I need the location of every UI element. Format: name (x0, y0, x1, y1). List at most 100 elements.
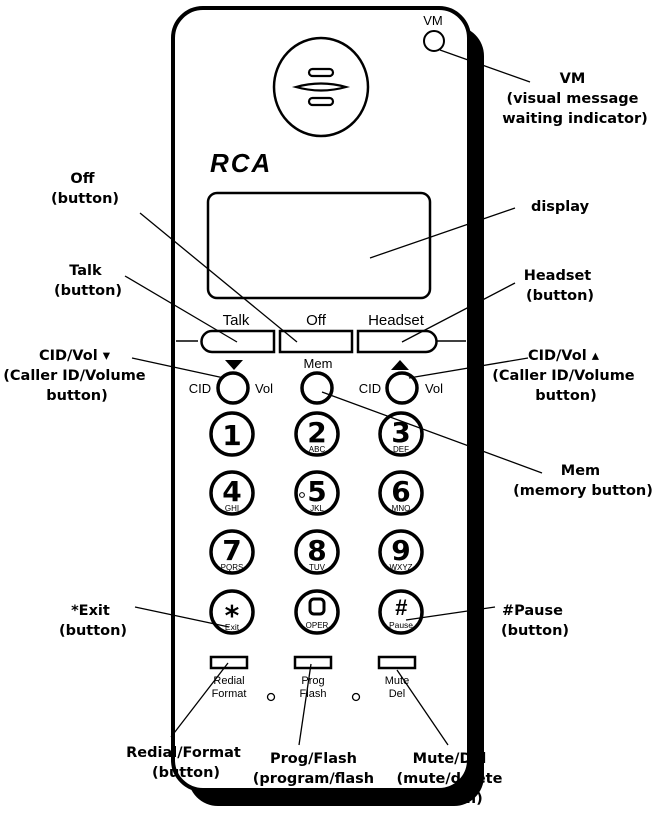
callout-cid-down: CID/Vol ▾ (Caller ID/Volume button) (3, 348, 150, 404)
leader-display (369, 207, 516, 259)
earpiece-slot-top (307, 67, 335, 78)
redial-label-line1: Redial (213, 675, 244, 687)
talk-button[interactable] (200, 329, 276, 354)
key-star-symbol: * (225, 599, 240, 632)
headset-button[interactable] (356, 329, 438, 354)
callout-cid-up-line2: (Caller ID/Volume (492, 368, 635, 384)
leader-headset (401, 282, 516, 343)
leader-redial (170, 662, 229, 738)
key-pound-symbol: # (395, 595, 408, 620)
callout-headset: Headset (button) (524, 268, 597, 304)
indicator-light-right (351, 692, 361, 702)
mute-label-line2: Del (389, 688, 406, 700)
vol-label-right: Vol (425, 381, 443, 396)
callout-cid-down-line1: CID/Vol ▾ (39, 348, 111, 364)
key-8[interactable]: 8 TUV (294, 529, 340, 575)
key-pound-pause[interactable]: # Pause (378, 589, 424, 635)
mute-del-button[interactable] (377, 655, 417, 670)
prog-flash-button[interactable] (293, 655, 333, 670)
key-6-digit: 6 (391, 475, 410, 508)
leader-off (139, 212, 298, 343)
off-button[interactable] (278, 329, 354, 354)
earpiece-slot-bottom (307, 96, 335, 107)
leader-vm (439, 49, 531, 83)
key-6-letters: MNO (392, 504, 411, 513)
brand-logo: RCA (210, 148, 272, 178)
callout-mute-line3: button) (421, 791, 482, 807)
callout-prog-line1: Prog/Flash (270, 751, 357, 767)
key-9[interactable]: 9 WXYZ (378, 529, 424, 575)
callout-headset-line1: Headset (524, 268, 592, 284)
vm-indicator-label: VM (423, 13, 443, 28)
headset-key-label: Headset (368, 312, 425, 329)
callout-prog: Prog/Flash (program/flash button) (253, 751, 379, 807)
key-1[interactable]: 1 (209, 411, 255, 457)
callout-exit-line2: (button) (59, 623, 127, 639)
key-6[interactable]: 6 MNO (378, 470, 424, 516)
callout-prog-line2: (program/flash (253, 771, 374, 787)
key-0-digit-icon (308, 597, 326, 616)
mem-button[interactable] (300, 371, 334, 405)
cid-vol-up-button[interactable] (385, 371, 419, 405)
leader-mem (321, 391, 543, 474)
key-star-letters: Exit (225, 622, 240, 632)
key-3[interactable]: 3 DEF (378, 411, 424, 457)
key-7[interactable]: 7 PQRS (209, 529, 255, 575)
leader-mute (396, 669, 449, 746)
callout-pause: #Pause (button) (501, 603, 569, 639)
callout-mute-line1: Mute/Del (413, 751, 487, 767)
volume-up-arrow-icon (391, 360, 409, 370)
callout-mute-line2: (mute/delete (397, 771, 503, 787)
key-5-tactile-dot (299, 492, 305, 498)
callout-talk: Talk (button) (54, 263, 122, 299)
redial-format-button[interactable] (209, 655, 249, 670)
callout-talk-line2: (button) (54, 283, 122, 299)
callout-display: display (531, 199, 590, 215)
earpiece-slot-middle (291, 82, 351, 92)
key-5[interactable]: 5 JKL (294, 470, 340, 516)
callout-vm-line3: waiting indicator) (502, 111, 648, 127)
callout-cid-down-line2: (Caller ID/Volume (3, 368, 146, 384)
callout-cid-up-line1: CID/Vol ▴ (528, 348, 600, 364)
callout-cid-up: CID/Vol ▴ (Caller ID/Volume button) (492, 348, 639, 404)
key-4-digit: 4 (222, 475, 241, 508)
key-0-letters: OPER (306, 621, 329, 630)
key-2[interactable]: 2 ABC (294, 411, 340, 457)
mute-label-line1: Mute (385, 675, 409, 687)
key-0-oper[interactable]: OPER (294, 589, 340, 635)
callout-mem: Mem (memory button) (513, 463, 653, 499)
key-4[interactable]: 4 GHI (209, 470, 255, 516)
leader-cid-up (408, 357, 529, 379)
key-star-exit[interactable]: * Exit (209, 589, 255, 635)
callout-pause-line1: #Pause (502, 603, 563, 619)
mem-label: Mem (304, 356, 333, 371)
callout-off-line1: Off (70, 171, 94, 187)
key-3-digit: 3 (391, 416, 410, 449)
volume-down-arrow-icon (225, 360, 243, 370)
key-8-digit: 8 (307, 534, 326, 567)
callout-redial: Redial/Format (button) (126, 745, 246, 781)
callout-redial-line2: (button) (152, 765, 220, 781)
prog-label-line1: Prog (301, 675, 324, 687)
key-2-digit: 2 (307, 416, 326, 449)
leader-talk (124, 275, 238, 343)
cid-label-left: CID (189, 381, 211, 396)
key-5-digit: 5 (307, 475, 326, 508)
key-9-letters: WXYZ (389, 563, 412, 572)
redial-label-line2: Format (212, 688, 247, 700)
callout-exit-line1: *Exit (71, 603, 110, 619)
cid-vol-down-button[interactable] (216, 371, 250, 405)
indicator-light-left (266, 692, 276, 702)
key-1-digit: 1 (222, 419, 241, 452)
key-pound-letters: Pause (389, 620, 413, 630)
callout-display-line1: display (531, 199, 590, 215)
key-3-letters: DEF (393, 445, 409, 454)
key-8-letters: TUV (309, 563, 326, 572)
callout-cid-down-line3: button) (46, 388, 107, 404)
callout-pause-line2: (button) (501, 623, 569, 639)
vm-indicator-light (423, 30, 445, 52)
leader-cid-down (131, 357, 225, 379)
key-2-letters: ABC (309, 445, 326, 454)
callout-vm-line2: (visual message (506, 91, 638, 107)
